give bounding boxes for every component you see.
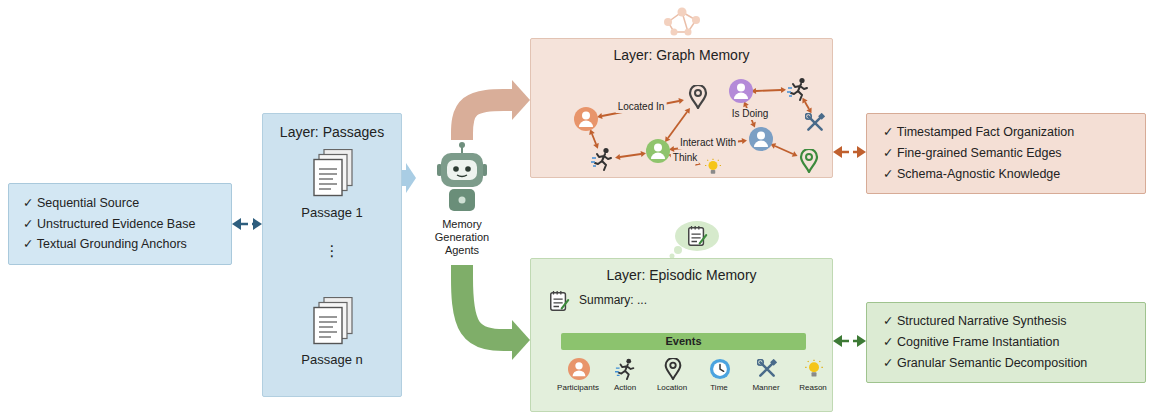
passage-label: Passage n [301,352,362,368]
thought-bubble [689,226,706,245]
graph-edges [602,101,679,116]
element-label: Time [710,383,727,393]
graph-entities [690,85,706,108]
thought-bubble [674,246,682,254]
connector-arrow [842,340,857,343]
passage-label: ⋮ [325,242,340,260]
episode-icons [666,358,681,379]
element-label: Participants [557,383,599,393]
node-text: Events [563,333,804,350]
thought-bubble [675,221,719,251]
graph-entities [705,159,721,174]
graph-edges [620,154,641,157]
element-label: Manner [752,383,779,393]
episode-icons [615,359,633,379]
node-text: ✓ Granular Semantic Decomposition [883,355,1129,372]
node-text: Layer: Passages [265,124,399,141]
robot-icon [465,166,471,172]
episode-icons [710,359,730,379]
connector-arrow [462,100,512,140]
element-label: Action [614,383,636,393]
edge-label: Located In [616,101,667,113]
network-icon [692,16,700,24]
connector-arrow [842,151,857,154]
connector-arrow [402,170,406,186]
knowledge-graph [574,78,825,174]
graph-entities [787,78,807,100]
network-icon [664,8,700,36]
network-icon [664,18,672,26]
node-text: ✓ Unstructured Evidence Base [23,216,217,233]
node-text: ✓ Fine-grained Semantic Edges [883,145,1129,162]
feature-box: ✓ Timestamped Fact Organization ✓ Fine-gr… [866,113,1146,194]
robot-icon [441,153,483,187]
graph-edges [592,90,809,163]
graph-edges [805,102,809,109]
source-box: ✓ Sequential Source ✓ Unstructured Eviden… [8,183,232,265]
element-label: Reason [799,383,827,393]
passage-label: Passage 1 [301,205,362,221]
feature-box: ✓ Structured Narrative Synthesis ✓ Cognit… [866,302,1146,383]
episode-icons [757,359,777,376]
element-label: Location [657,383,687,393]
episode-icons [805,360,823,377]
graph-entities [749,127,773,151]
robot-icon [437,142,487,211]
passage-documents [314,298,352,344]
edge-label: Think [671,152,699,164]
graph-edges [592,134,596,144]
robot-icon [449,189,475,211]
events-bar: Events [561,333,806,350]
node-text: ✓ Textual Grounding Anchors [23,236,217,253]
graph-entities [574,78,825,174]
node-text: ✓ Timestamped Fact Organization [883,124,1129,141]
robot-icon [457,175,467,177]
connector-arrow [241,223,253,226]
edge-label: Is Doing [730,108,771,120]
network-icon [671,29,678,36]
episode-icons [568,358,590,380]
episode-icons [551,291,568,310]
node-text: ✓ Schema-Agnostic Knowledge [883,166,1129,183]
node-text: ✓ Sequential Source [23,195,217,212]
robot-icon [453,166,459,172]
node-text: Layer: Episodic Memory [533,267,830,284]
robot-icon [447,160,477,180]
node-text: ✓ Cognitive Frame Instantiation [883,334,1129,351]
graph-edges [775,146,793,154]
robot-icon [459,142,465,148]
passage-documents [314,150,352,344]
node-text: ✓ Structured Narrative Synthesis [883,313,1129,330]
node-text: Summary: ... [579,293,826,307]
graph-entities [729,79,753,103]
passage-documents [314,150,352,196]
node-text: Layer: Graph Memory [533,47,830,64]
graph-edges [756,90,781,91]
connector-arrow [462,265,512,340]
network-icon [678,8,687,17]
graph-entities [646,139,670,163]
graph-entities [574,107,598,131]
graph-entities [591,148,611,170]
agent-node: Memory Generation Agents [416,140,508,265]
robot-icon [459,197,466,204]
graph-entities [801,149,817,172]
network-icon [685,29,692,36]
edge-label: Interact With [678,137,738,149]
node-text: Memory Generation Agents [418,218,506,258]
thought-bubble [670,221,720,259]
graph-edges [668,112,687,138]
graph-entities [805,113,825,130]
